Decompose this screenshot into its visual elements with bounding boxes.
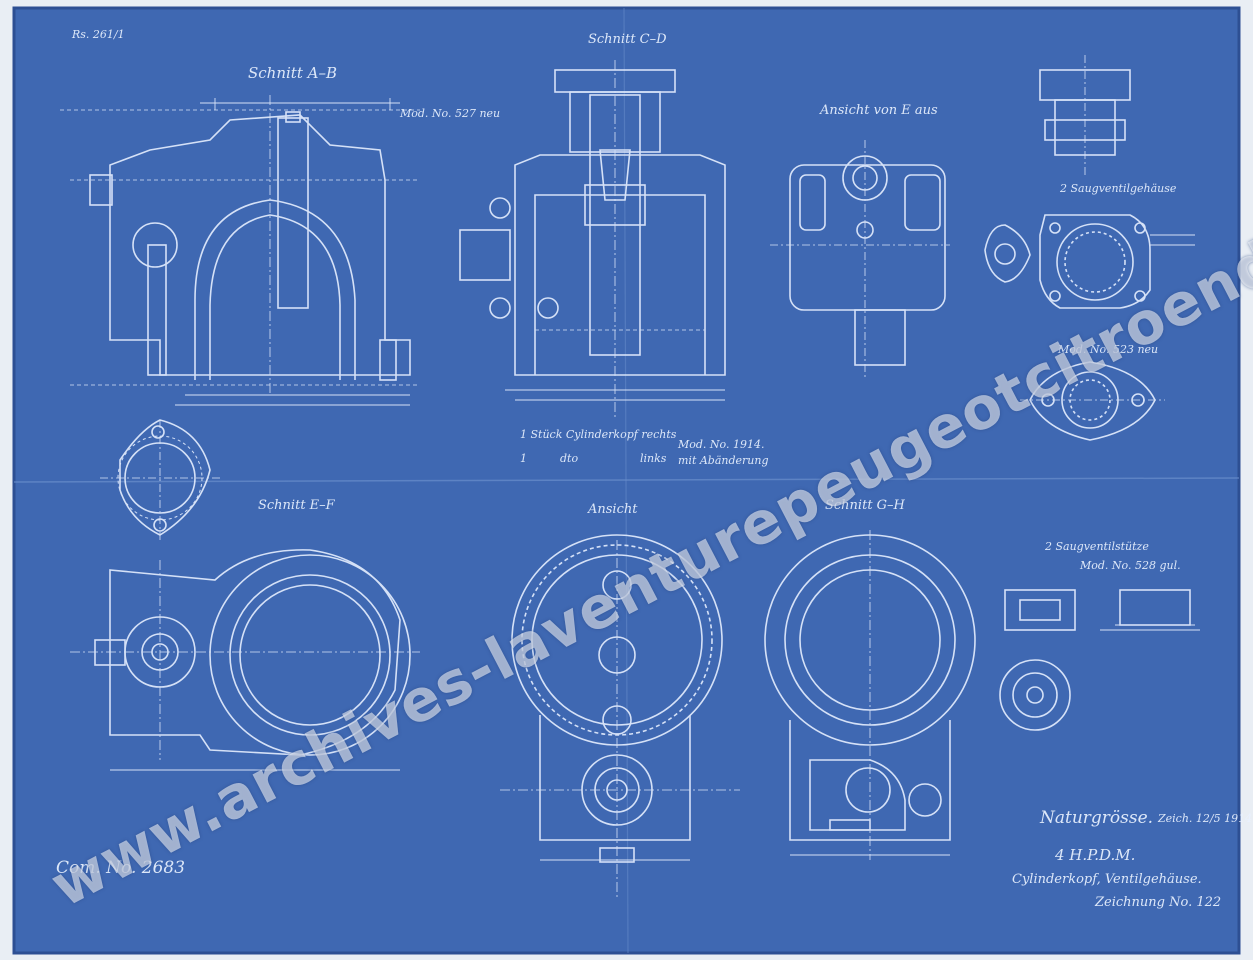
flange-view-left xyxy=(100,419,220,540)
series-label: 4 H.P.D.M. xyxy=(1055,846,1136,864)
saugventil-support-drawing xyxy=(999,589,1200,731)
fold-line-vertical xyxy=(623,7,629,954)
title-section-gh: Schnitt G–H xyxy=(825,498,905,513)
note-left-qty: 1 xyxy=(520,452,527,465)
title-saugventil-haus: 2 Saugventilgehäuse xyxy=(1060,182,1177,195)
title-view-ansicht: Ansicht xyxy=(588,502,638,517)
commission-number: Com. No. 2683 xyxy=(56,858,186,878)
title-section-cd: Schnitt C–D xyxy=(588,32,667,47)
drawing-description: Cylinderkopf, Ventilgehäuse. xyxy=(1012,872,1202,887)
note-cylinder-right: 1 Stück Cylinderkopf rechts xyxy=(520,428,677,441)
view-bottom-center-drawing xyxy=(500,534,740,900)
title-section-ef: Schnitt E–F xyxy=(258,498,335,513)
note-left-links: links xyxy=(640,452,667,465)
section-gh-drawing xyxy=(764,530,976,860)
note-modell-1914: Mod. No. 1914. xyxy=(678,438,765,451)
note-modell-528: Mod. No. 528 gul. xyxy=(1080,559,1181,572)
scale-note: Naturgrösse. xyxy=(1040,808,1154,828)
view-from-e-drawing xyxy=(770,140,950,380)
flange-view-right xyxy=(1020,361,1165,441)
section-ef-drawing xyxy=(70,549,420,771)
section-cd-drawing xyxy=(459,60,726,420)
drawing-number: Zeichnung No. 122 xyxy=(1095,895,1222,910)
saugventil-section-drawing xyxy=(1039,55,1131,175)
title-saugventil-stuetze: 2 Saugventilstütze xyxy=(1045,540,1149,553)
title-section-ab: Schnitt A–B xyxy=(248,64,337,82)
section-ab-drawing xyxy=(60,95,420,406)
note-modell-change: mit Abänderung xyxy=(678,454,769,467)
archive-reference: Rs. 261/1 xyxy=(72,28,125,41)
note-left-dto: dto xyxy=(560,452,579,465)
note-modell-527: Mod. No. 527 neu xyxy=(400,107,501,120)
drawing-date: Zeich. 12/5 1914 xyxy=(1158,812,1253,825)
saugventil-housing-plan xyxy=(984,214,1195,309)
note-modell-523: Mod. No. 523 neu xyxy=(1058,343,1159,356)
title-view-from-e: Ansicht von E aus xyxy=(820,103,938,118)
